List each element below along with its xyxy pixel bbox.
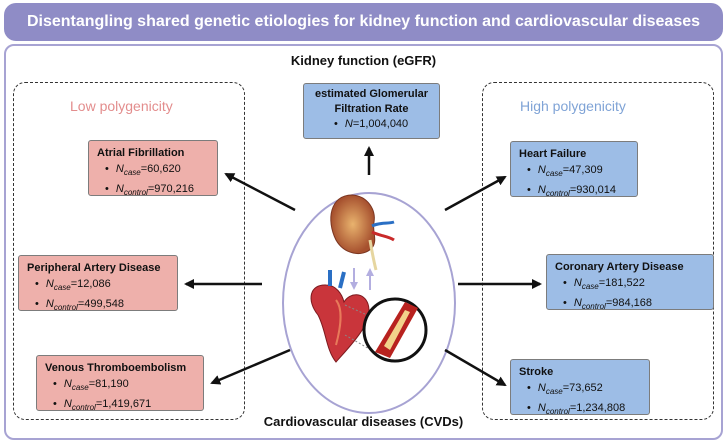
kidney-function-label: Kidney function (eGFR) [290, 53, 437, 68]
heart-icon [310, 270, 370, 363]
n-control: Ncontrol=1,234,808 [527, 400, 641, 420]
cvd-label: Cardiovascular diseases (CVDs) [263, 414, 464, 429]
disease-name: Stroke [519, 366, 554, 378]
n-case: Ncase=73,652 [527, 380, 641, 400]
disease-name: Heart Failure [519, 148, 587, 160]
n-case: Ncase=181,522 [563, 275, 705, 295]
n-case: Ncase=81,190 [53, 376, 195, 396]
disease-name: Coronary Artery Disease [555, 261, 684, 273]
n-case: Ncase=60,620 [105, 161, 209, 181]
disease-name: Atrial Fibrillation [97, 147, 185, 159]
heart-failure-box: Heart Failure Ncase=47,309 Ncontrol=930,… [510, 141, 638, 198]
venous-thromboembolism-box: Venous Thromboembolism Ncase=81,190 Ncon… [36, 355, 204, 412]
high-polygenicity-label: High polygenicity [520, 98, 626, 114]
egfr-n-value: =1,004,040 [352, 118, 409, 130]
n-control: Ncontrol=1,419,671 [53, 396, 195, 416]
peripheral-artery-disease-box: Peripheral Artery Disease Ncase=12,086 N… [18, 255, 178, 312]
artery-zoom-icon [362, 297, 428, 363]
n-control: Ncontrol=970,216 [105, 181, 209, 201]
egfr-box: estimated Glomerular Filtration Rate N=1… [303, 83, 440, 139]
n-symbol: N [344, 118, 353, 130]
n-case: Ncase=47,309 [527, 162, 629, 182]
n-control: Ncontrol=984,168 [563, 295, 705, 315]
n-control: Ncontrol=499,548 [35, 296, 169, 316]
egfr-title: estimated Glomerular Filtration Rate [314, 88, 429, 115]
n-control: Ncontrol=930,014 [527, 182, 629, 202]
atrial-fibrillation-box: Atrial Fibrillation Ncase=60,620 Ncontro… [88, 140, 218, 197]
arrow-to-af [224, 172, 296, 212]
center-ellipse [282, 192, 456, 414]
disease-name: Peripheral Artery Disease [27, 262, 161, 274]
arrow-to-stroke [444, 348, 507, 387]
low-polygenicity-label: Low polygenicity [70, 98, 173, 114]
disease-name: Venous Thromboembolism [45, 362, 187, 374]
stroke-box: Stroke Ncase=73,652 Ncontrol=1,234,808 [510, 359, 650, 416]
title-banner: Disentangling shared genetic etiologies … [4, 3, 723, 41]
arrow-to-vte [210, 348, 291, 385]
low-polygenicity-group [13, 82, 245, 420]
n-case: Ncase=12,086 [35, 276, 169, 296]
arrow-to-hf [444, 175, 507, 212]
title-text: Disentangling shared genetic etiologies … [26, 13, 701, 30]
egfr-n: N=1,004,040 [334, 117, 431, 132]
coronary-artery-disease-box: Coronary Artery Disease Ncase=181,522 Nc… [546, 254, 714, 311]
kidney-icon [330, 194, 395, 271]
